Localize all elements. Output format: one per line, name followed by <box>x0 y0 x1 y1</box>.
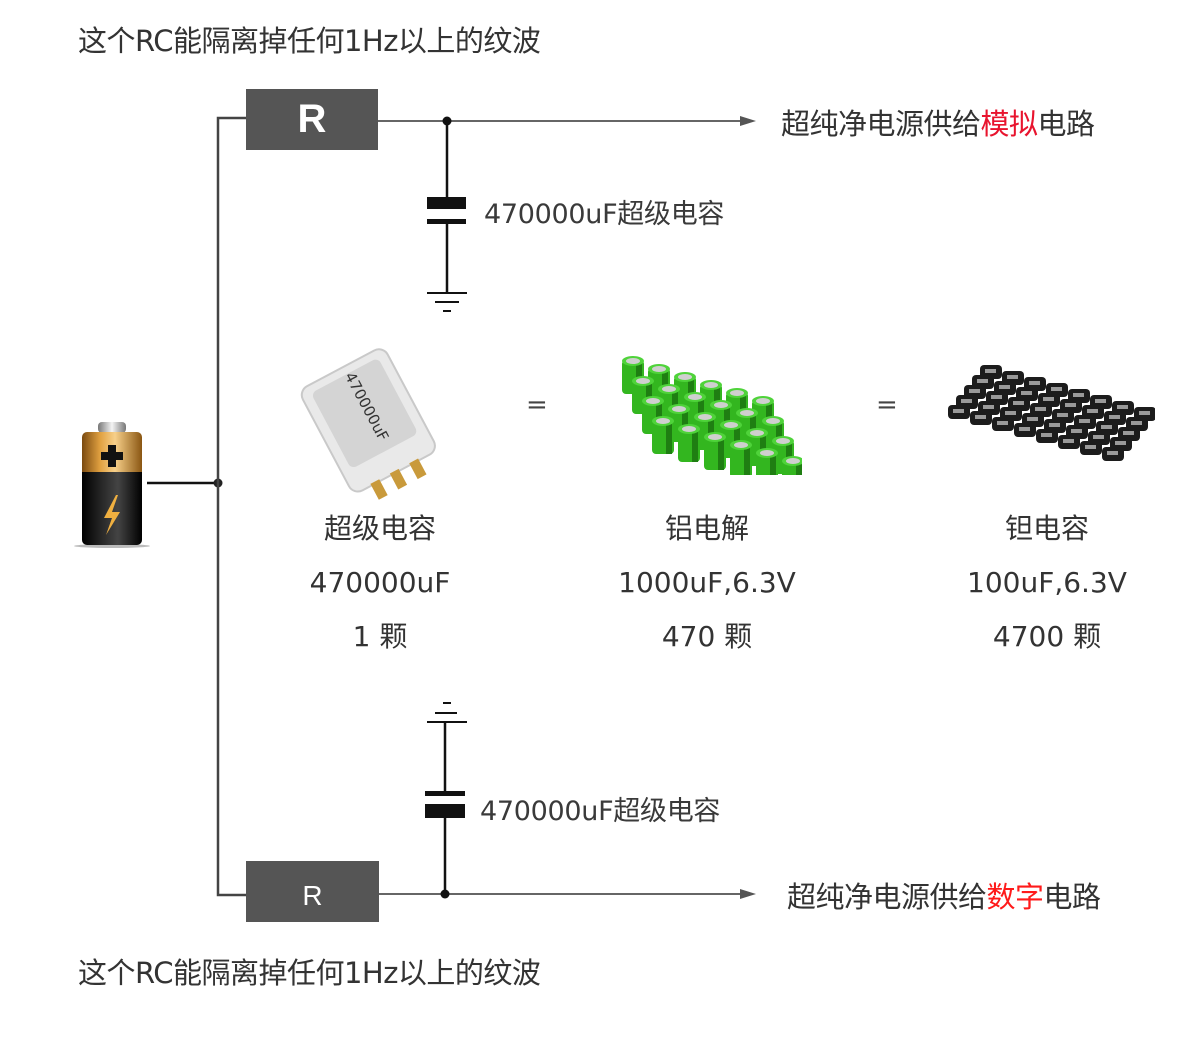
component-name: 超级电容 <box>323 512 436 545</box>
bus-wire <box>216 116 246 897</box>
comparison-tantalum: 钽电容 100uF,6.3V 4700 颗 <box>917 502 1177 664</box>
bottom-output-label: 超纯净电源供给数字电路 <box>787 874 1101 916</box>
bottom-cap-plate-thick <box>425 804 465 818</box>
equals-sign-2: = <box>876 390 898 420</box>
top-heading: 这个RC能隔离掉任何1Hz以上的纹波 <box>78 24 541 58</box>
bottom-output-suffix: 电路 <box>1043 880 1102 914</box>
top-output-suffix: 电路 <box>1037 107 1096 141</box>
component-spec: 470000uF <box>309 566 451 599</box>
tantalum-cap <box>1046 383 1068 397</box>
top-cap-plate-thick <box>427 197 466 209</box>
component-spec: 100uF,6.3V <box>967 566 1127 599</box>
battery-icon <box>74 422 150 548</box>
comparison-supercapacitor: 超级电容 470000uF 1 颗 <box>250 502 510 664</box>
top-cap-plate-thin <box>427 219 466 224</box>
supercapacitor-icon: 470000uF <box>300 348 436 500</box>
tantalum-cap <box>980 365 1002 379</box>
bottom-cap-plate-thin <box>425 791 465 796</box>
component-spec: 1000uF,6.3V <box>618 566 796 599</box>
top-output-prefix: 超纯净电源供给 <box>781 107 981 141</box>
top-output-highlight: 模拟 <box>980 107 1039 141</box>
electrolytic-cap <box>652 416 674 454</box>
tantalum-cap <box>1112 401 1134 415</box>
component-name: 铝电解 <box>664 512 749 545</box>
bottom-capacitor-label: 470000uF超级电容 <box>480 796 721 827</box>
top-arrow-head <box>740 116 756 126</box>
bottom-heading: 这个RC能隔离掉任何1Hz以上的纹波 <box>78 956 541 990</box>
bottom-output-prefix: 超纯净电源供给 <box>787 880 987 914</box>
tantalum-cap <box>1134 407 1155 421</box>
bottom-resistor: R <box>246 861 379 922</box>
top-capacitor-label: 470000uF超级电容 <box>484 199 725 230</box>
top-resistor: R <box>246 89 378 150</box>
tantalum-capacitors-icon <box>948 365 1155 461</box>
component-count: 1 颗 <box>352 620 408 653</box>
electrolytic-cap <box>730 440 752 475</box>
top-output-label: 超纯净电源供给模拟电路 <box>781 101 1095 143</box>
electrolytic-cap <box>704 432 726 470</box>
comparison-electrolytic: 铝电解 1000uF,6.3V 470 颗 <box>577 502 837 664</box>
tantalum-cap <box>1002 371 1024 385</box>
electrolytic-cap <box>756 448 778 475</box>
tantalum-cap <box>1024 377 1046 391</box>
tantalum-cap <box>1068 389 1090 403</box>
component-name: 钽电容 <box>1004 512 1089 545</box>
top-resistor-label: R <box>297 97 327 141</box>
bottom-arrow-head <box>740 889 756 899</box>
component-count: 4700 颗 <box>992 620 1102 653</box>
equals-sign-1: = <box>526 390 548 420</box>
bottom-output-highlight: 数字 <box>986 880 1045 914</box>
bottom-resistor-label: R <box>302 879 323 911</box>
electrolytic-cap <box>782 456 802 475</box>
electrolytic-cap <box>678 424 700 462</box>
tantalum-cap <box>1090 395 1112 409</box>
component-count: 470 颗 <box>661 620 753 653</box>
electrolytic-capacitors-icon <box>622 356 802 475</box>
